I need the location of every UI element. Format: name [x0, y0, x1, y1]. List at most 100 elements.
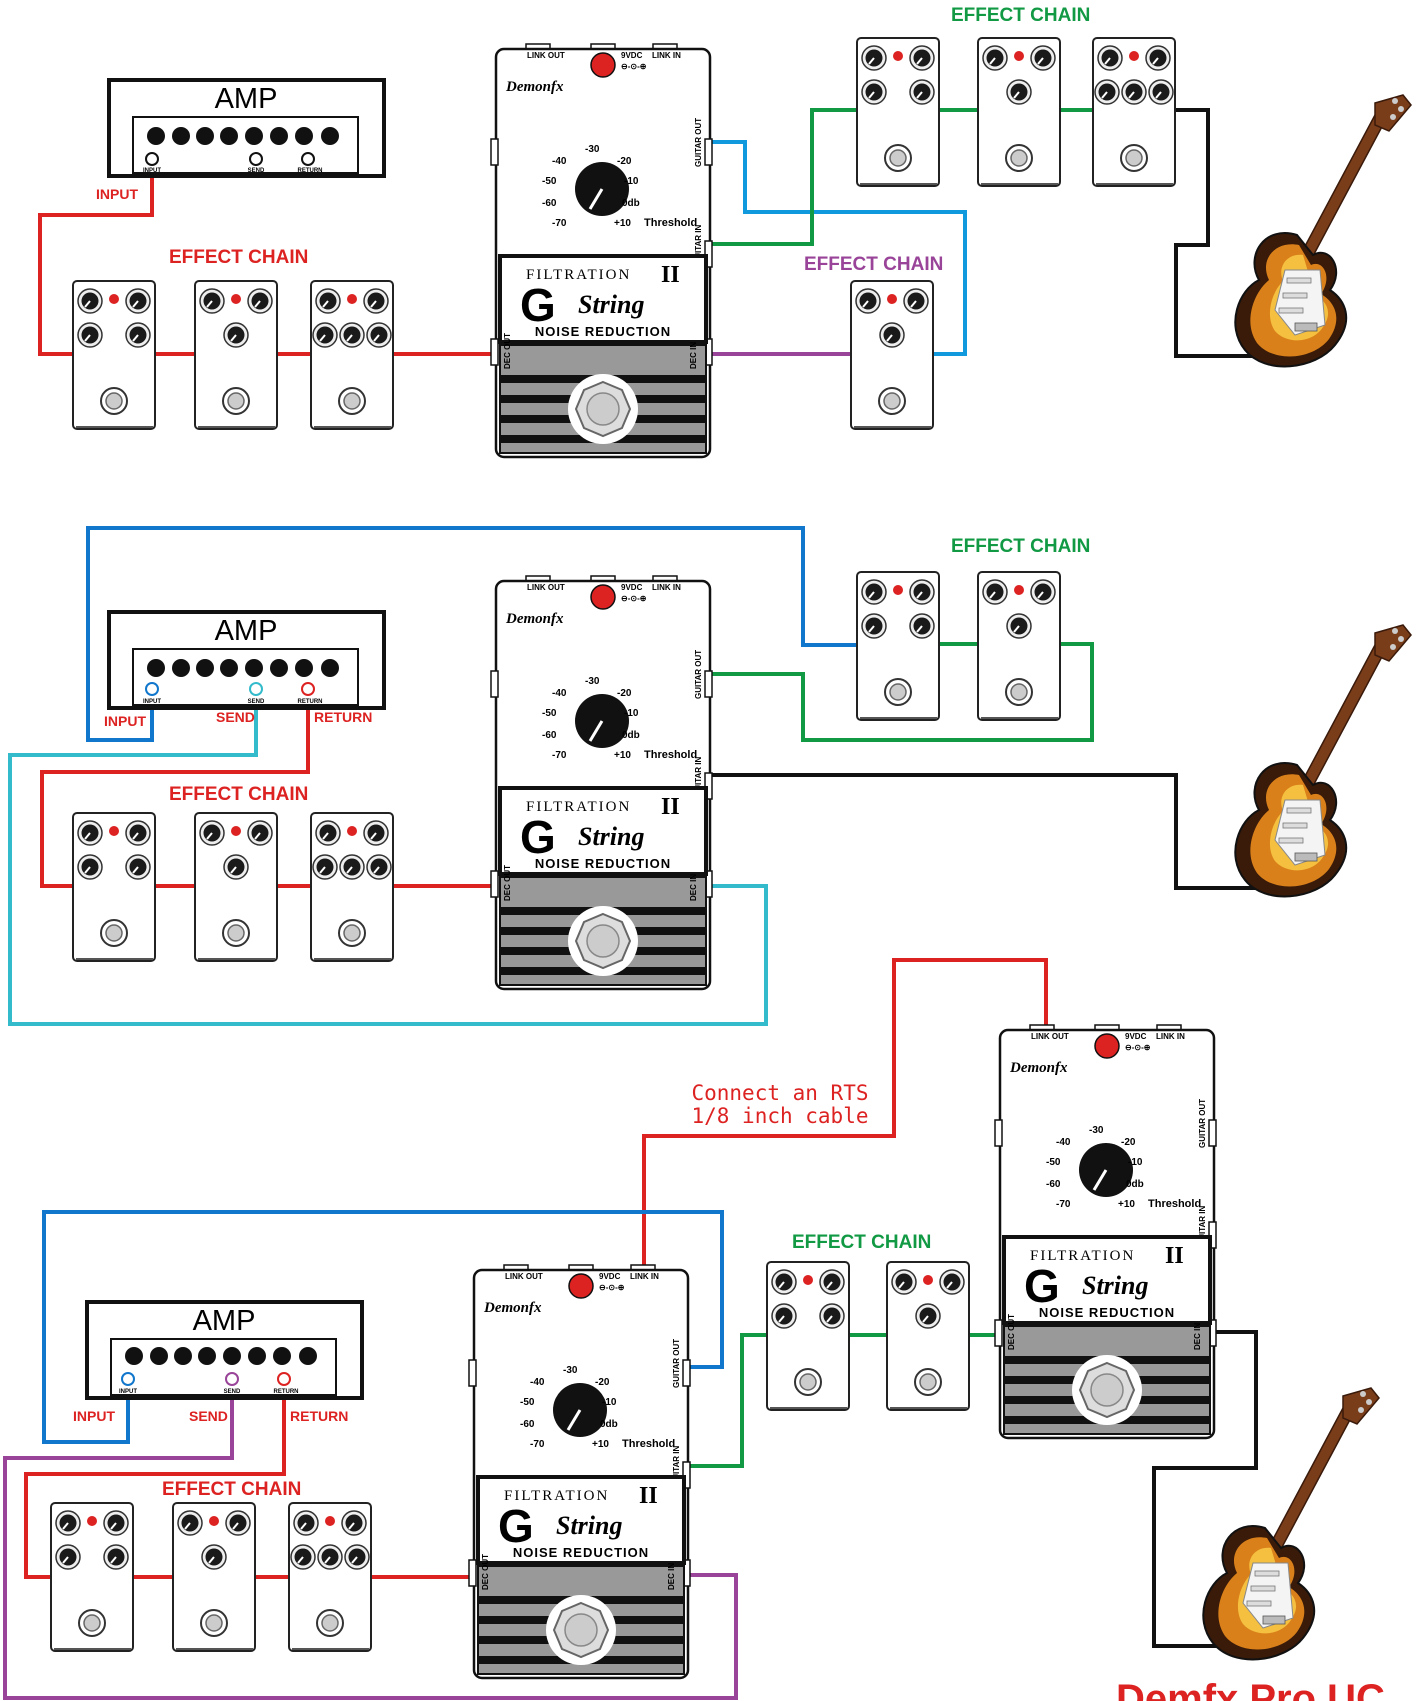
rts-note-line-2: 1/8 inch cable: [691, 1104, 868, 1128]
effect-chain-label: EFFECT CHAIN: [169, 784, 308, 805]
guitar-icon: [1234, 94, 1412, 368]
led-icon: [590, 52, 616, 78]
link-out-label: LINK OUT: [527, 583, 565, 592]
effect-pedal: [72, 812, 156, 962]
amp-jack-send: SEND: [248, 168, 265, 174]
threshold-label: Threshold: [622, 1438, 675, 1450]
scale-label: 0db: [622, 730, 640, 741]
link-out-label: LINK OUT: [505, 1272, 543, 1281]
guitar-out-label: GUITAR OUT: [694, 118, 703, 167]
version-label: II: [661, 262, 680, 288]
diagram-2: AMP INPUT SEND RETURN INPUT SEND RETURN …: [8, 526, 1412, 1026]
scale-label: -70: [552, 218, 567, 229]
effect-chain-label: EFFECT CHAIN: [792, 1232, 931, 1253]
scale-label: -10: [1128, 1157, 1143, 1168]
guitar-out-jack: [468, 1359, 477, 1387]
filtration-label: FILTRATION: [504, 1488, 609, 1504]
effect-pedal: [288, 1502, 372, 1652]
effect-pedal: [310, 812, 394, 962]
version-label: II: [1165, 1243, 1184, 1269]
dec-in-label: DEC IN: [689, 874, 698, 901]
effect-pedal: [977, 37, 1061, 187]
guitar-out-jack: [490, 670, 499, 698]
scale-label: -40: [530, 1377, 545, 1388]
guitar-out-label: GUITAR OUT: [694, 650, 703, 699]
dec-out-jack: [490, 338, 499, 366]
effect-pedal: [1092, 37, 1176, 187]
scale-label: 0db: [600, 1419, 618, 1430]
amp-jack-send: SEND: [248, 699, 265, 705]
filtration-label: FILTRATION: [1030, 1248, 1135, 1264]
cable-red: [40, 689, 310, 888]
polarity-symbol: ⊖-⊙-⊕: [1125, 1043, 1151, 1052]
brand-label: Demonfx: [483, 1300, 542, 1316]
g-logo: G: [520, 279, 556, 331]
scale-label: -40: [552, 156, 567, 167]
dec-out-label: DEC OUT: [1007, 1314, 1016, 1350]
amp-title: AMP: [215, 615, 278, 647]
cable-green: [712, 108, 856, 246]
power-label: 9VDC: [599, 1272, 621, 1281]
cable-black: [1152, 1330, 1258, 1648]
polarity-symbol: ⊖-⊙-⊕: [599, 1283, 625, 1292]
polarity-symbol: ⊖-⊙-⊕: [621, 62, 647, 71]
threshold-label: Threshold: [644, 749, 697, 761]
filtration-label: FILTRATION: [526, 799, 631, 815]
scale-label: -20: [595, 1377, 610, 1388]
guitar-icon: [1234, 624, 1412, 898]
noise-reduction-label: NOISE REDUCTION: [535, 856, 671, 871]
dec-out-label: DEC OUT: [503, 865, 512, 901]
guitar-out-label: GUITAR OUT: [672, 1339, 681, 1388]
power-label: 9VDC: [621, 583, 643, 592]
amp-title: AMP: [215, 83, 278, 115]
amp-jack-send: SEND: [224, 1389, 241, 1395]
g-logo: G: [498, 1500, 534, 1552]
link-out-label: LINK OUT: [527, 51, 565, 60]
cable-purple: [3, 1379, 738, 1700]
effect-chain-label: EFFECT CHAIN: [169, 247, 308, 268]
guitar-out-jack: [704, 670, 713, 698]
scale-label: -50: [542, 176, 557, 187]
scale-label: -70: [530, 1439, 545, 1450]
scale-label: -30: [563, 1365, 578, 1376]
effect-pedal: [72, 280, 156, 430]
effect-chain-label: EFFECT CHAIN: [162, 1479, 301, 1500]
scale-label: -40: [1056, 1137, 1071, 1148]
rts-note-line-1: Connect an RTS: [691, 1081, 868, 1105]
link-in-label: LINK IN: [1156, 1032, 1185, 1041]
scale-label: -60: [1046, 1179, 1061, 1190]
diagram-1: AMP INPUT SEND RETURN INPUT EFFECT CHAIN…: [38, 5, 1412, 430]
effect-chain-label: EFFECT CHAIN: [951, 5, 1090, 26]
g-logo: G: [520, 811, 556, 863]
guitar-in-label: GUITAR IN: [694, 756, 703, 797]
cable-black: [1174, 108, 1258, 358]
brand-label: Demonfx: [505, 79, 564, 95]
scale-label: +10: [592, 1439, 609, 1450]
cable-red: [24, 1379, 286, 1579]
dec-out-jack: [994, 1319, 1003, 1347]
input-label: INPUT: [104, 713, 146, 729]
effect-pedal: [766, 1261, 850, 1411]
dec-out-jack: [468, 1559, 477, 1587]
effect-chain-label: EFFECT CHAIN: [951, 536, 1090, 557]
amp-title: AMP: [193, 1305, 256, 1337]
scale-label: -10: [624, 708, 639, 719]
noise-reduction-label: NOISE REDUCTION: [513, 1545, 649, 1560]
amp: AMP INPUT SEND RETURN: [107, 610, 386, 710]
amp-jack-input: INPUT: [143, 168, 161, 174]
diagram-3: Connect an RTS 1/8 inch cable AMP INPUT …: [3, 958, 1385, 1701]
guitar-out-jack: [490, 138, 499, 166]
effect-pedal: [194, 812, 278, 962]
brand-label: Demonfx: [1009, 1060, 1068, 1076]
scale-label: -50: [1046, 1157, 1061, 1168]
version-label: II: [639, 1483, 658, 1509]
dec-out-label: DEC OUT: [503, 333, 512, 369]
amp-jack-return: RETURN: [274, 1389, 299, 1395]
link-in-label: LINK IN: [630, 1272, 659, 1281]
scale-label: -70: [1056, 1199, 1071, 1210]
cable-blue: [712, 140, 967, 356]
